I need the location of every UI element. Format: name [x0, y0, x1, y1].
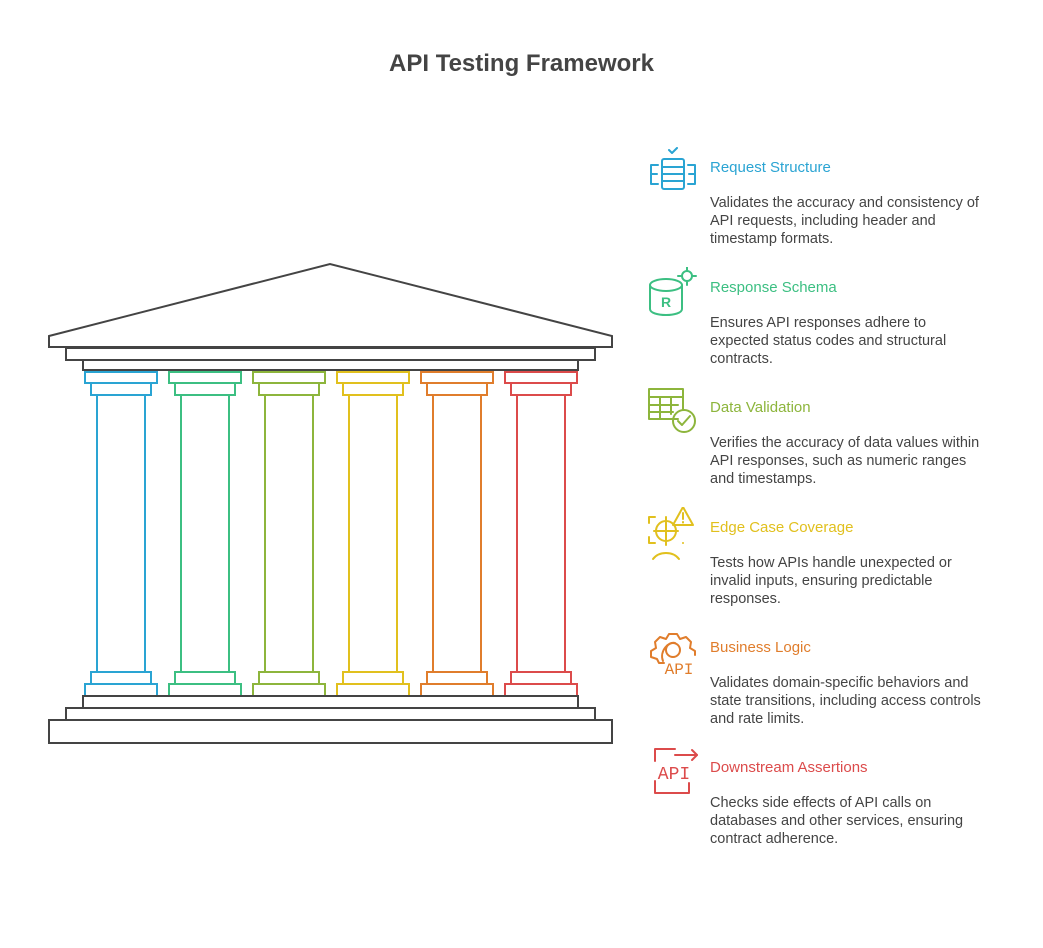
temple-base [48, 695, 613, 744]
temple-roof [48, 262, 613, 371]
target-warning-icon [648, 507, 694, 560]
stacked-list-check-icon [650, 147, 696, 190]
item-edge-case-coverage: Edge Case Coverage Tests how APIs handle… [640, 507, 1020, 629]
item-heading: Business Logic [710, 639, 811, 656]
item-request-structure: Request Structure Validates the accuracy… [640, 147, 1020, 269]
item-business-logic: API Business Logic Validates domain-spec… [640, 633, 1020, 749]
pillar-downstream-assertions [504, 371, 578, 697]
item-heading: Downstream Assertions [710, 759, 868, 776]
database-gear-icon: R [649, 267, 697, 316]
item-heading: Response Schema [710, 279, 837, 296]
item-heading: Request Structure [710, 159, 831, 176]
item-heading: Edge Case Coverage [710, 519, 854, 536]
table-check-icon [648, 388, 696, 433]
pillars [84, 371, 578, 697]
pillar-response-schema [168, 371, 242, 697]
item-data-validation: Data Validation Verifies the accuracy of… [640, 388, 1020, 509]
icon-text: API [658, 765, 690, 785]
api-export-icon: API [654, 748, 698, 794]
item-description: Verifies the accuracy of data values wit… [710, 435, 980, 487]
item-response-schema: R Response Schema Ensures API responses … [640, 267, 1020, 389]
icon-letter: R [661, 294, 671, 310]
temple-diagram [48, 262, 613, 744]
gear-api-icon: API [650, 633, 696, 679]
pillar-request-structure [84, 371, 158, 697]
page-title: API Testing Framework [389, 50, 654, 77]
pillar-edge-case-coverage [336, 371, 410, 697]
item-description: Ensures API responses adhere to expected… [710, 315, 947, 367]
pillar-business-logic [420, 371, 494, 697]
item-description: Tests how APIs handle unexpected or inva… [710, 555, 952, 607]
icon-text: API [665, 661, 694, 679]
item-downstream-assertions: API Downstream Assertions Checks side ef… [640, 748, 1020, 869]
item-description: Checks side effects of API calls on data… [710, 795, 964, 847]
item-heading: Data Validation [710, 399, 811, 416]
item-description: Validates domain-specific behaviors and … [710, 675, 981, 727]
pillar-data-validation [252, 371, 326, 697]
item-description: Validates the accuracy and consistency o… [710, 195, 979, 247]
